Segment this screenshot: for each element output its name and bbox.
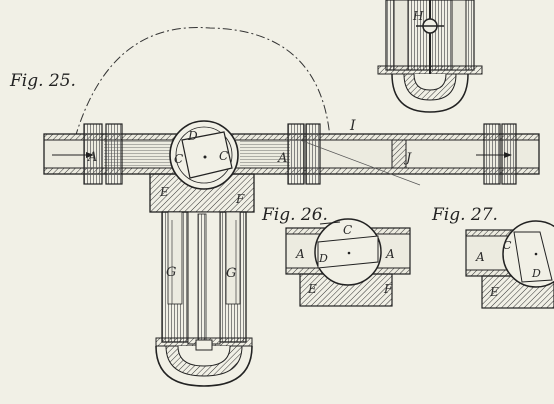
fig25-drawing: A D C C A I J E F G G Fig. 25. (9, 26, 540, 387)
swing-arc (74, 26, 331, 139)
label-h: H (412, 9, 424, 23)
fig26-label-a-right: A (385, 247, 395, 261)
fig27-label-e: E (489, 285, 499, 299)
label-a-left: A (87, 150, 97, 165)
label-i: I (349, 118, 356, 134)
fig27-label-a: A (475, 250, 485, 264)
fig26-label-a-left: A (295, 247, 305, 261)
label-f: F (235, 192, 245, 206)
fig27-label-d: D (531, 267, 541, 280)
fig27-caption: Fig. 27. (431, 205, 498, 225)
fig26-drawing: C A D A E F Fig. 26. (261, 205, 411, 307)
fig25-caption: Fig. 25. (9, 71, 76, 91)
label-c-left: C (174, 152, 183, 166)
label-e: E (159, 185, 169, 199)
fig26-label-c: C (343, 223, 352, 237)
label-d: D (187, 129, 198, 143)
fig27-label-c: C (503, 239, 512, 252)
label-g-left: G (166, 265, 176, 280)
label-j: J (403, 151, 412, 166)
fig27-drawing: A C D E Fig. 27. (431, 205, 554, 309)
label-a-mid: A (277, 151, 287, 166)
top-device: H (377, 0, 483, 113)
fig26-caption: Fig. 26. (261, 205, 328, 225)
label-g-right: G (226, 266, 236, 281)
fig26-label-d: D (318, 252, 328, 265)
fig26-label-f: F (383, 282, 393, 296)
fig26-label-e: E (307, 282, 317, 296)
label-c-right: C (219, 149, 228, 163)
